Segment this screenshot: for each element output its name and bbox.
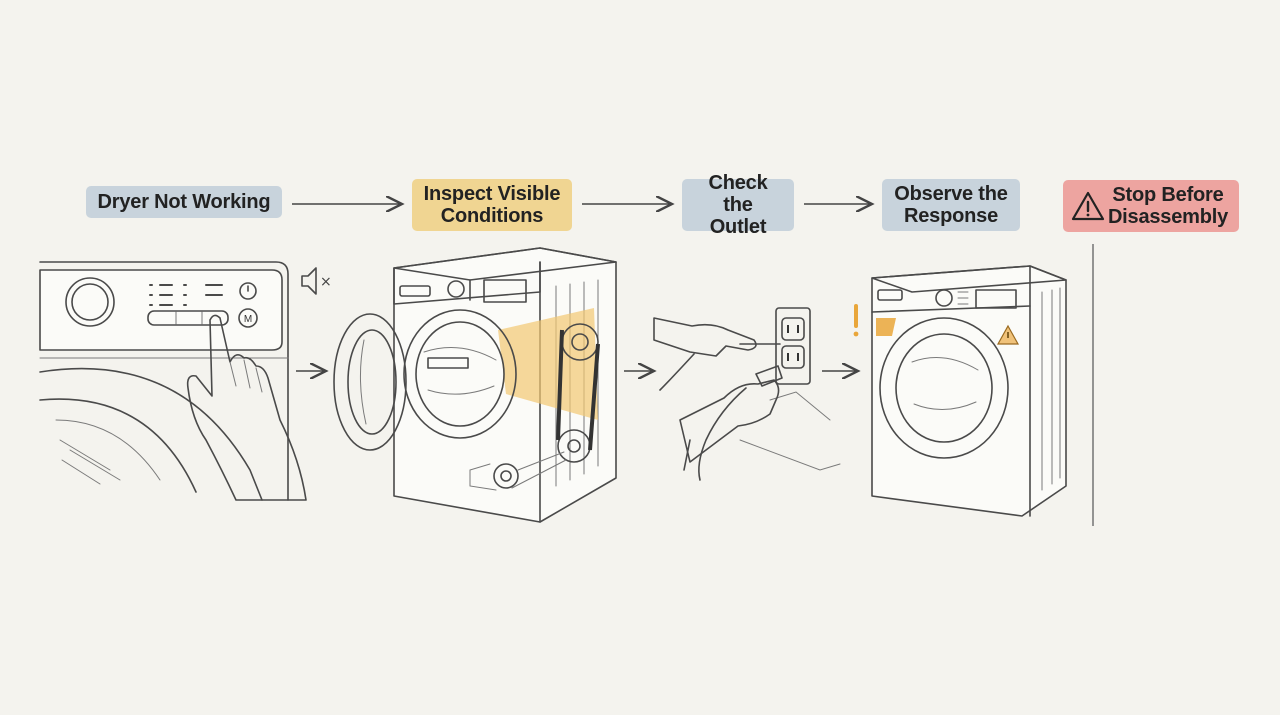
step-text-line-2: Response xyxy=(904,205,998,227)
step-text-line-2: Disassembly xyxy=(1107,206,1229,228)
warning-icon xyxy=(1071,191,1105,221)
dryer-control-panel-illustration: M × xyxy=(39,261,332,501)
step-label-stop-before-disassembly: Stop Before Disassembly xyxy=(1063,180,1239,232)
orange-warning-icon xyxy=(996,324,1020,345)
step-text-line-1: Inspect Visible xyxy=(423,183,561,205)
step-label-inspect-visible-conditions: Inspect Visible Conditions xyxy=(412,179,572,231)
mute-mark: × xyxy=(320,274,332,290)
step-label-check-the-outlet: Check the Outlet xyxy=(682,172,794,238)
exclamation-icon xyxy=(853,304,859,337)
step-text-line-1: Stop Before xyxy=(1112,184,1224,206)
step-text-line-2: Conditions xyxy=(440,205,544,227)
speaker-muted-icon: × xyxy=(301,267,332,295)
step-text-line-2: Outlet xyxy=(709,216,767,238)
step-label-dryer-not-working: Dryer Not Working xyxy=(86,186,282,218)
outlet-inspection-illustration xyxy=(653,307,841,481)
dryer-response-illustration xyxy=(853,265,1067,517)
dryer-open-door-illustration xyxy=(333,247,617,523)
step-text-line-1: Check the xyxy=(708,172,768,216)
step-text: Dryer Not Working xyxy=(97,191,271,213)
panel-button-label: M xyxy=(244,314,252,325)
step-label-observe-the-response: Observe the Response xyxy=(882,179,1020,231)
step-text-line-1: Observe the xyxy=(894,183,1008,205)
